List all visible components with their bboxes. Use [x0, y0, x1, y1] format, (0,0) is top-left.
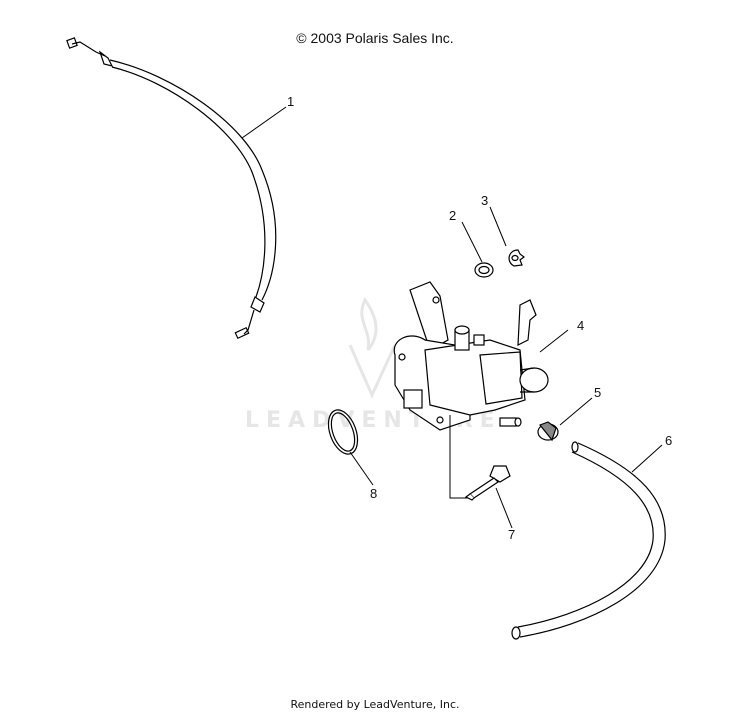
callout-2: 2: [449, 208, 457, 223]
part-2-washer: [474, 262, 494, 278]
callout-3: 3: [481, 193, 489, 208]
part-6-hose: [511, 441, 666, 640]
callout-1: 1: [287, 94, 295, 109]
part-7-bolt: [464, 465, 511, 501]
callout-5: 5: [594, 385, 602, 400]
callout-6: 6: [665, 433, 673, 448]
part-4-fuel-valve: [393, 281, 549, 431]
part-5-clamp: [537, 421, 559, 442]
part-8-o-ring: [327, 409, 359, 455]
callout-8: 8: [370, 486, 378, 501]
copyright-notice: © 2003 Polaris Sales Inc.: [296, 30, 454, 46]
part-3-e-clip: [508, 249, 525, 267]
leader-lines: [241, 106, 663, 529]
part-1-cable: [66, 37, 277, 340]
watermark-logo-icon: [348, 297, 397, 399]
rendered-by-footer: Rendered by LeadVenture, Inc.: [290, 698, 460, 711]
callout-7: 7: [508, 527, 516, 542]
callout-4: 4: [577, 318, 585, 333]
